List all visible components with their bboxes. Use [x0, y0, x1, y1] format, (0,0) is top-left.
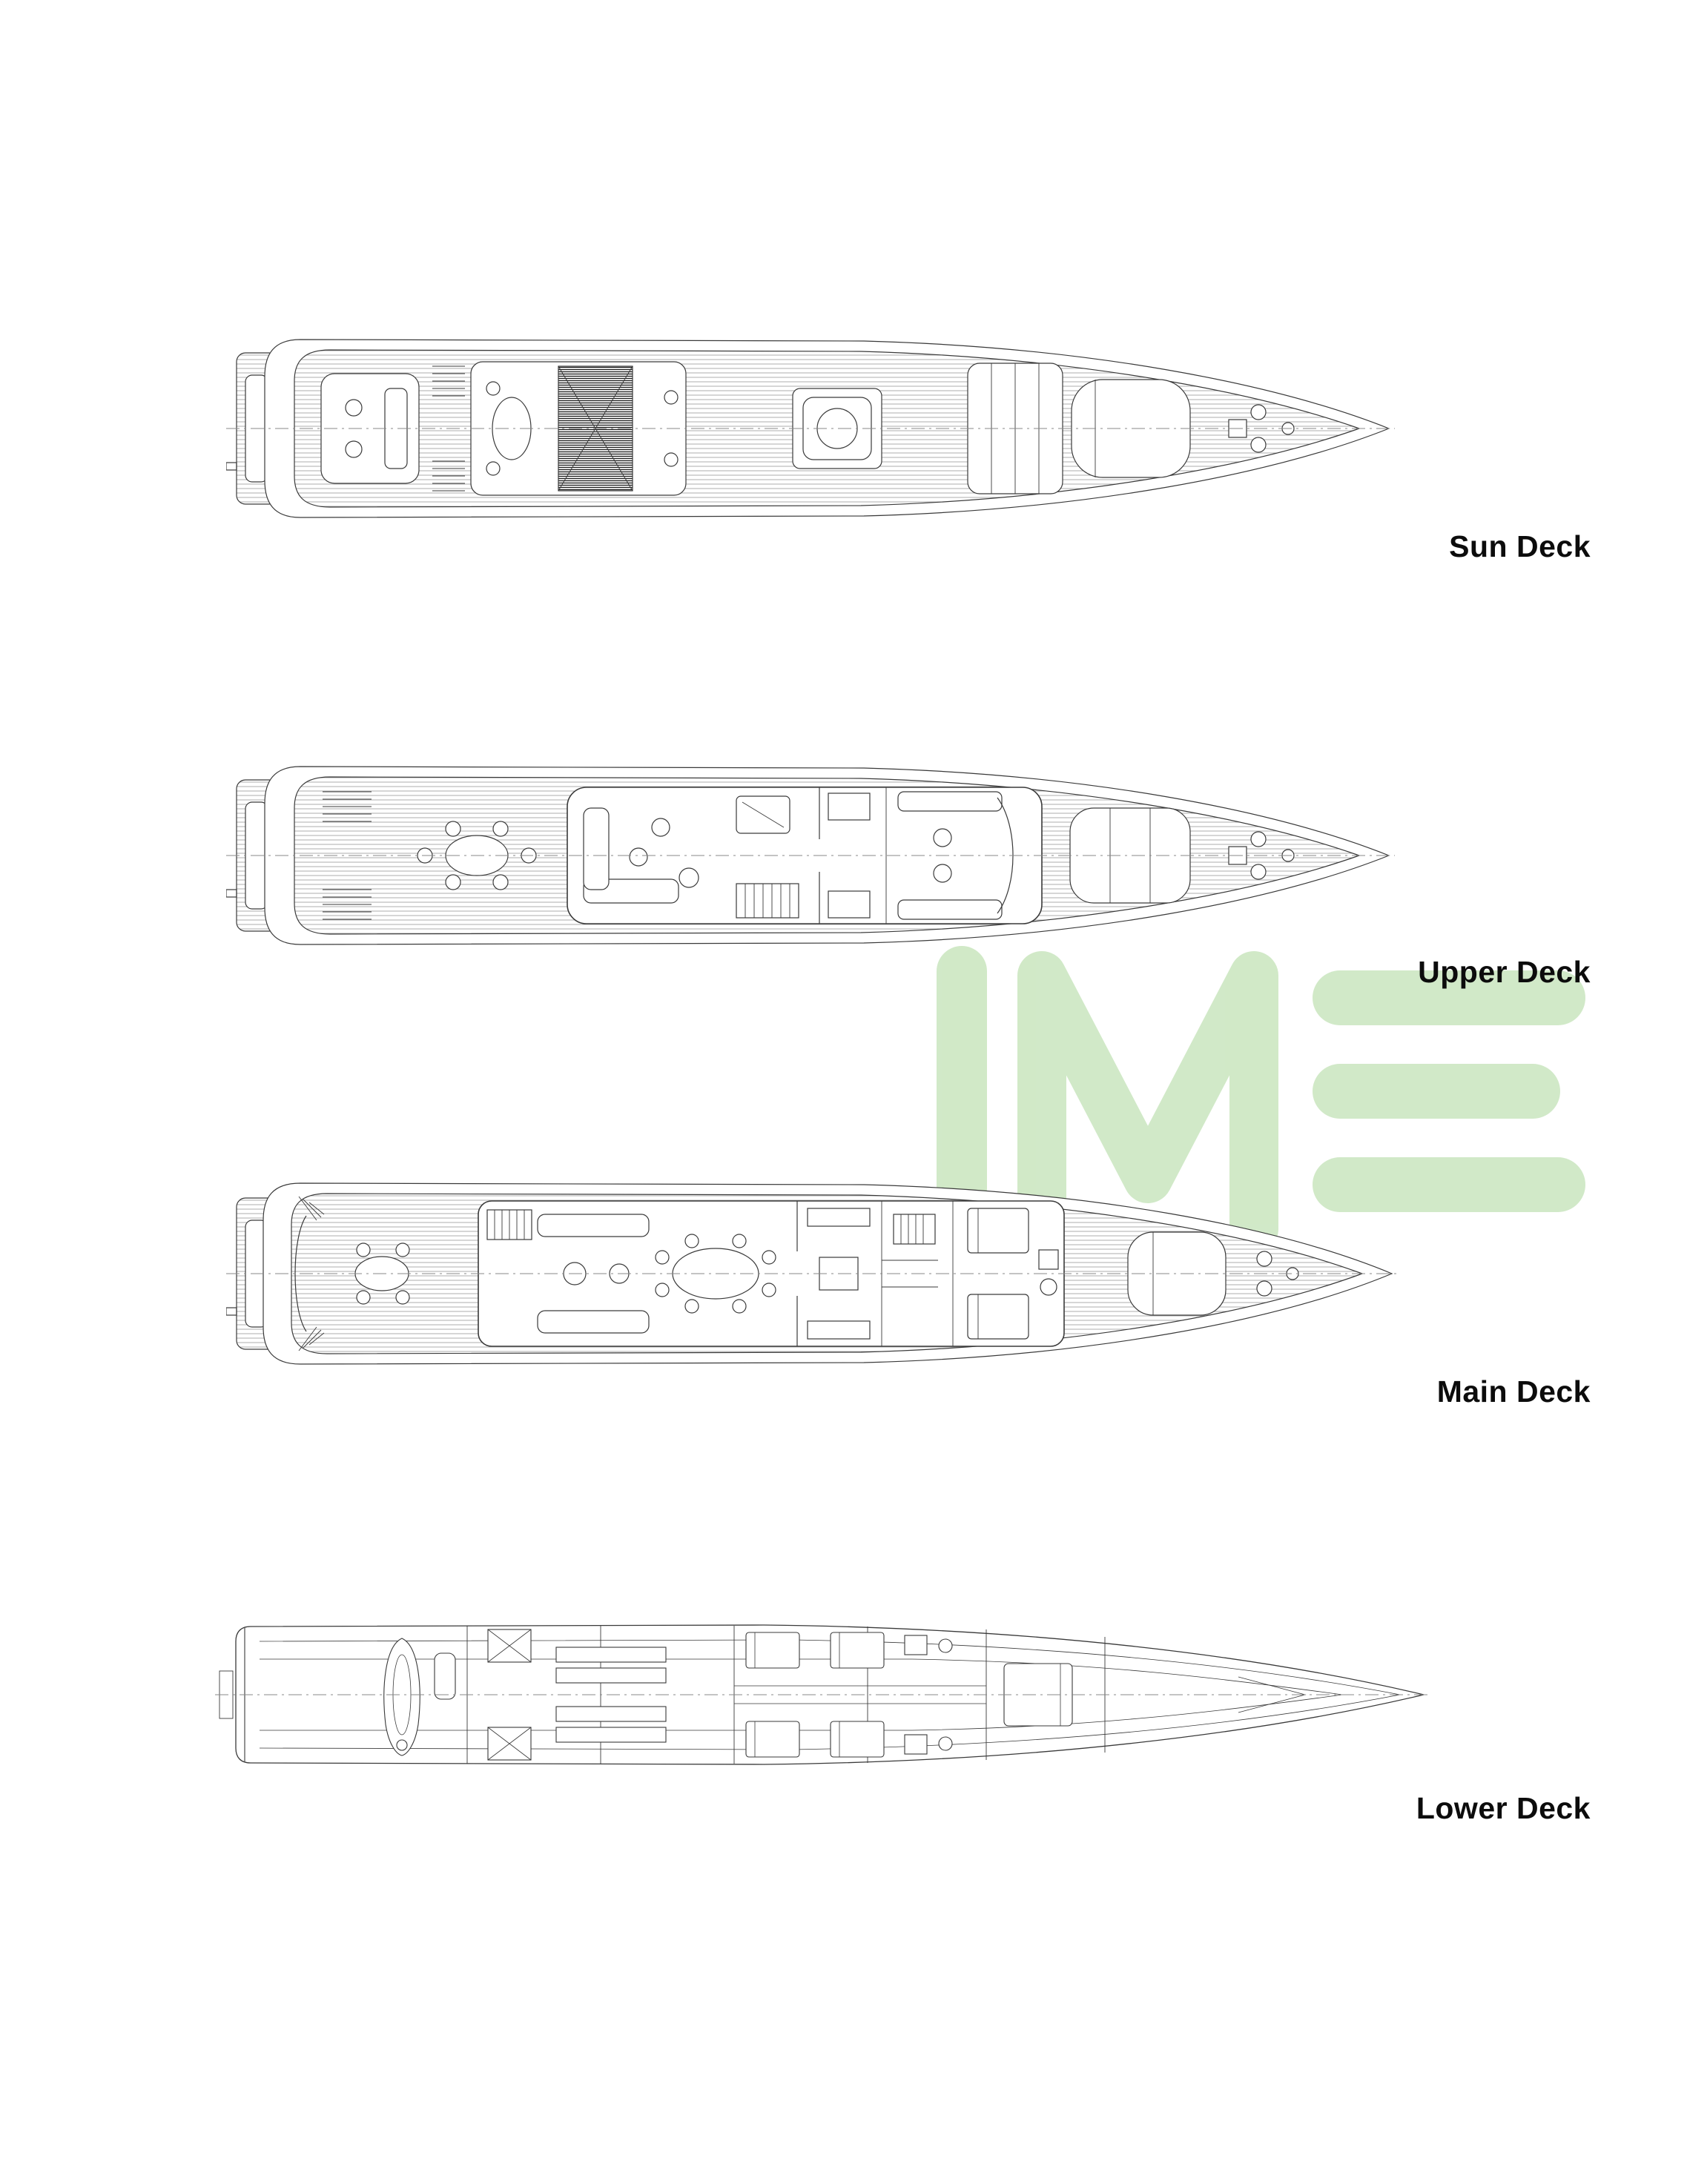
main-deck-label: Main Deck	[1436, 1374, 1591, 1409]
upper-deck-drawing	[226, 766, 1395, 945]
lower-deck-plan	[215, 1584, 1446, 1806]
sun-deck-drawing	[226, 339, 1395, 518]
main-deck-plan	[226, 1162, 1427, 1385]
upper-deck-label: Upper Deck	[1418, 955, 1591, 989]
lower-deck-drawing	[215, 1624, 1427, 1765]
main-deck-drawing	[226, 1182, 1398, 1365]
lower-deck-label: Lower Deck	[1416, 1791, 1591, 1825]
watermark-ime	[937, 946, 1585, 1254]
sun-deck-plan	[226, 317, 1427, 540]
upper-deck-plan	[226, 744, 1427, 967]
sun-deck-label: Sun Deck	[1449, 529, 1591, 563]
